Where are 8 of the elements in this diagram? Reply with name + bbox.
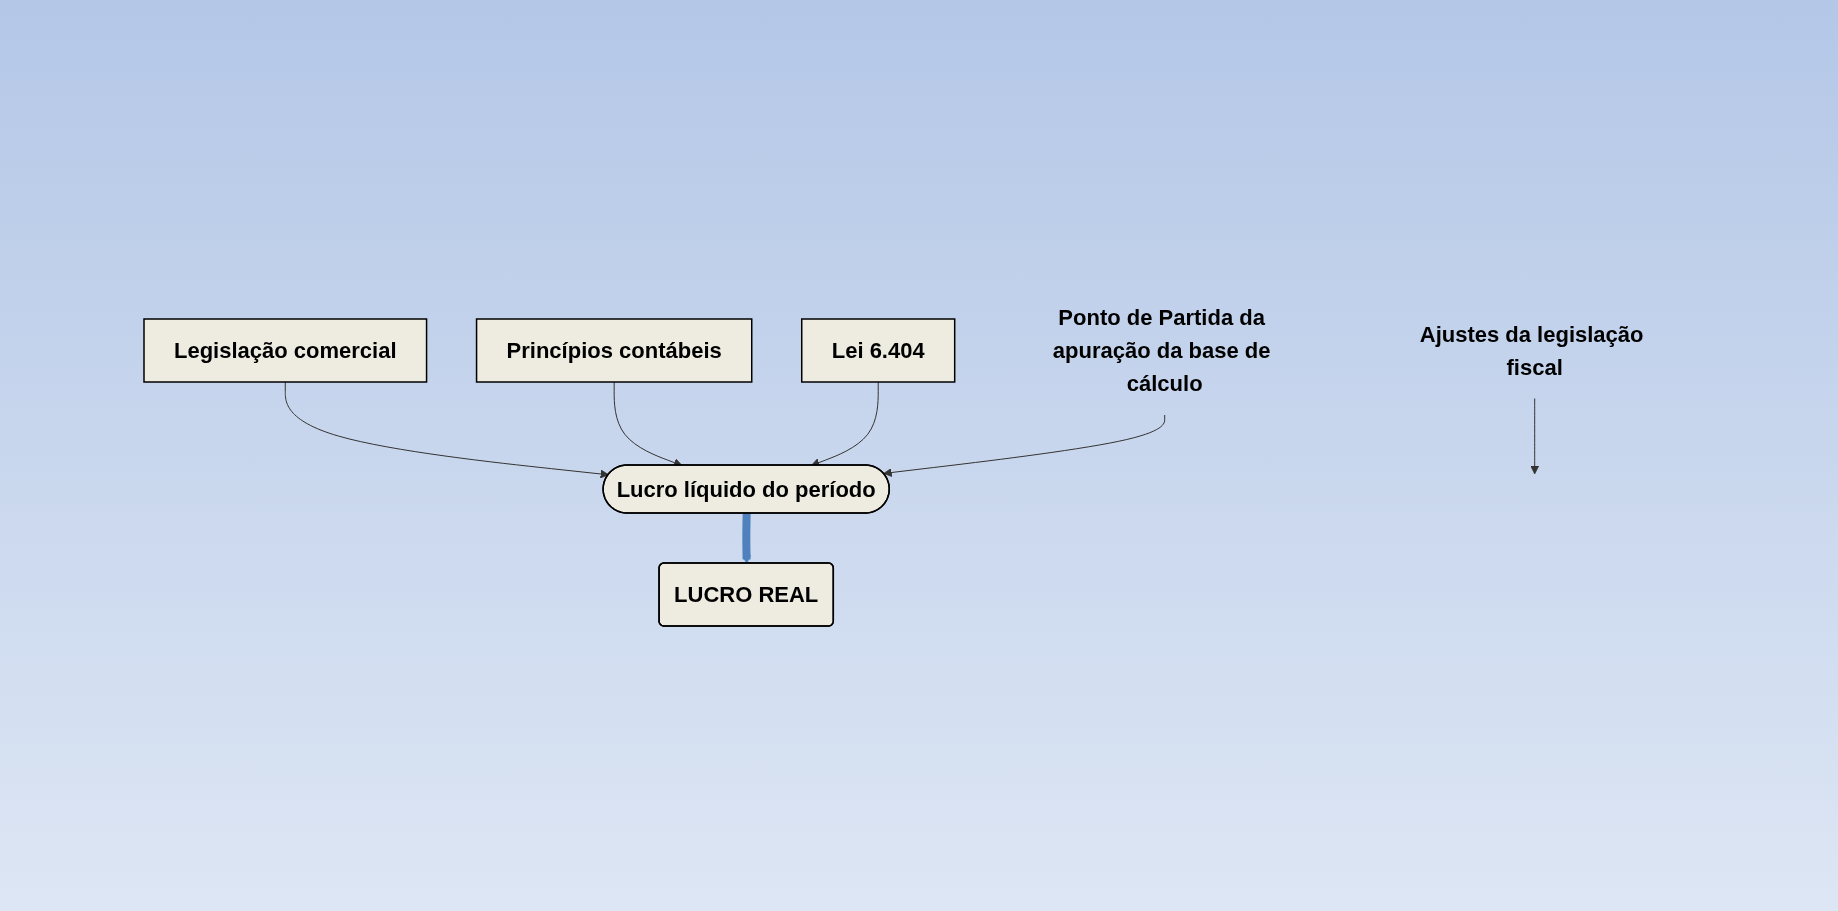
arrow <box>1529 397 1539 474</box>
node-text: Ponto de Partida da apuração da base de cálculo <box>1052 304 1271 396</box>
arrow <box>284 381 609 478</box>
node-box: Lei 6.404 <box>800 317 956 383</box>
arrow <box>741 512 751 564</box>
node-box: Legislação comercial <box>142 317 427 383</box>
node-text: Ajustes da legislação fiscal <box>1419 321 1644 379</box>
node-box: Princípios contábeis <box>475 317 753 383</box>
